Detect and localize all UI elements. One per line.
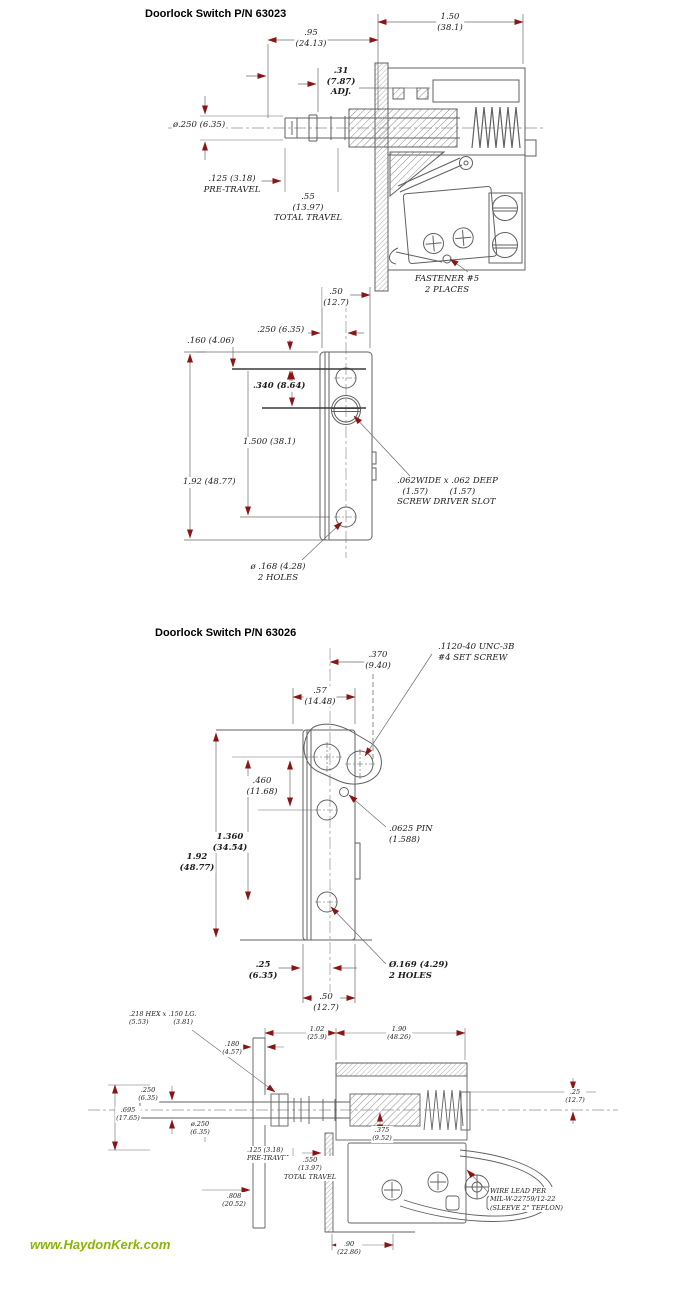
view-63023-front	[319, 300, 377, 558]
dim-hole-offset-63026: .460 (11.68)	[245, 776, 279, 798]
adjuster-screw	[331, 395, 361, 425]
note-fastener-63023: FASTENER #5 2 PLACES	[413, 274, 481, 296]
note-wire-lead-63026: WIRE LEAD PER MIL-W-22759/12-22 (SLEEVE …	[489, 1187, 564, 1213]
dim-center-to-base-63026: .375 (9.52)	[371, 1126, 393, 1143]
drawing-title-63023: Doorlock Switch P/N 63023	[145, 8, 287, 20]
dim-top-offset-63023: .160 (4.06)	[186, 336, 236, 347]
dim-cam-width-63026: .370 (9.40)	[364, 650, 392, 672]
note-pivot-pin-63026: .0625 PIN (1.588)	[388, 824, 434, 846]
dim-plate-width-63023: .50 (12.7)	[322, 287, 350, 309]
mounting-bracket	[252, 1037, 266, 1229]
dim-body-length-63026: 1.90 (48.26)	[386, 1025, 412, 1042]
dim-overall-width-63023: 1.50 (38.1)	[436, 12, 464, 34]
pivot-pin	[339, 787, 349, 797]
hex-nut	[270, 1093, 289, 1127]
dim-hole-spacing-63023: 1.500 (38.1)	[242, 437, 297, 448]
dim-travel-length-63026: .808 (20.52)	[221, 1192, 247, 1209]
dim-plate-width-63026: .50 (12.7)	[312, 992, 340, 1014]
dim-shaft-diameter-upper-63026: .250 (6.35)	[137, 1086, 159, 1103]
note-set-screw-63026: .1120-40 UNC-3B #4 SET SCREW	[437, 642, 516, 664]
microswitch	[347, 1142, 501, 1224]
dim-total-travel-63026: .550 (13.97) TOTAL TRAVEL	[282, 1156, 338, 1182]
dims-63026-side	[108, 1028, 576, 1250]
dim-pre-travel-63023: .125 (3.18) PRE-TRAVEL	[202, 174, 262, 196]
note-screwdriver-slot-63023: .062WIDE x .062 DEEP (1.57) (1.57) SCREW…	[396, 476, 499, 508]
dims-63026-front	[213, 653, 433, 1003]
plunger-shaft	[284, 108, 460, 148]
spring	[423, 1089, 464, 1131]
dim-shaft-diameter-63026: ø.250 (6.35)	[189, 1120, 211, 1137]
haydonkerk-watermark: www.HaydonKerk.com	[30, 1237, 171, 1252]
dim-edge-offset-63026: .25 (6.35)	[247, 960, 279, 982]
dim-slot-offset-63023: .340 (8.64)	[252, 381, 307, 392]
dim-total-travel-63023: .55 (13.97) TOTAL TRAVEL	[272, 192, 344, 224]
dim-plate-height-63023: 1.92 (48.77)	[182, 477, 237, 488]
cam-lever	[303, 723, 382, 785]
note-mounting-holes-63026: Ø.169 (4.29) 2 HOLES	[388, 960, 450, 982]
note-mounting-holes-63023: ø .168 (4.28) 2 HOLES	[249, 562, 307, 584]
dim-hole-offset-63023: .250 (6.35)	[256, 325, 306, 336]
dim-adjustment-63023: .31 (7.87) ADJ.	[325, 66, 357, 98]
dims-63023-front	[184, 287, 411, 561]
dim-hole-spacing-63026: 1.360 (34.54)	[211, 832, 249, 854]
note-hex-63026: .218 HEX x .150 LG. (5.53) (3.81)	[128, 1010, 198, 1027]
dim-plate-height-63026: 1.92 (48.77)	[178, 852, 216, 874]
drawing-title-63026: Doorlock Switch P/N 63026	[155, 627, 297, 639]
dim-base-width-63026: .90 (22.86)	[336, 1240, 362, 1257]
dim-bracket-to-body-63026: 1.02 (25.9)	[306, 1025, 328, 1042]
dim-bracket-thickness-63026: .180 (4.57)	[221, 1040, 243, 1057]
dim-shaft-diameter-63023: ø.250 (6.35)	[172, 120, 227, 131]
dim-body-half-height-63026: .25 (12.7)	[564, 1088, 586, 1105]
dim-height-to-center-63026: .695 (17.65)	[115, 1106, 141, 1123]
dim-pre-travel-63026: .125 (3.18) PRE-TRAVEL	[246, 1146, 292, 1163]
view-63026-front	[216, 648, 382, 1006]
dim-body-to-tip-63023: .95 (24.13)	[294, 28, 328, 50]
mounting-plate	[319, 351, 373, 541]
switch-housing	[374, 62, 537, 292]
view-63023-side	[168, 62, 545, 292]
dim-body-width-63026: .57 (14.48)	[303, 686, 337, 708]
switch-housing	[324, 1062, 596, 1233]
view-63026-side	[88, 1037, 618, 1233]
spring	[471, 106, 521, 149]
